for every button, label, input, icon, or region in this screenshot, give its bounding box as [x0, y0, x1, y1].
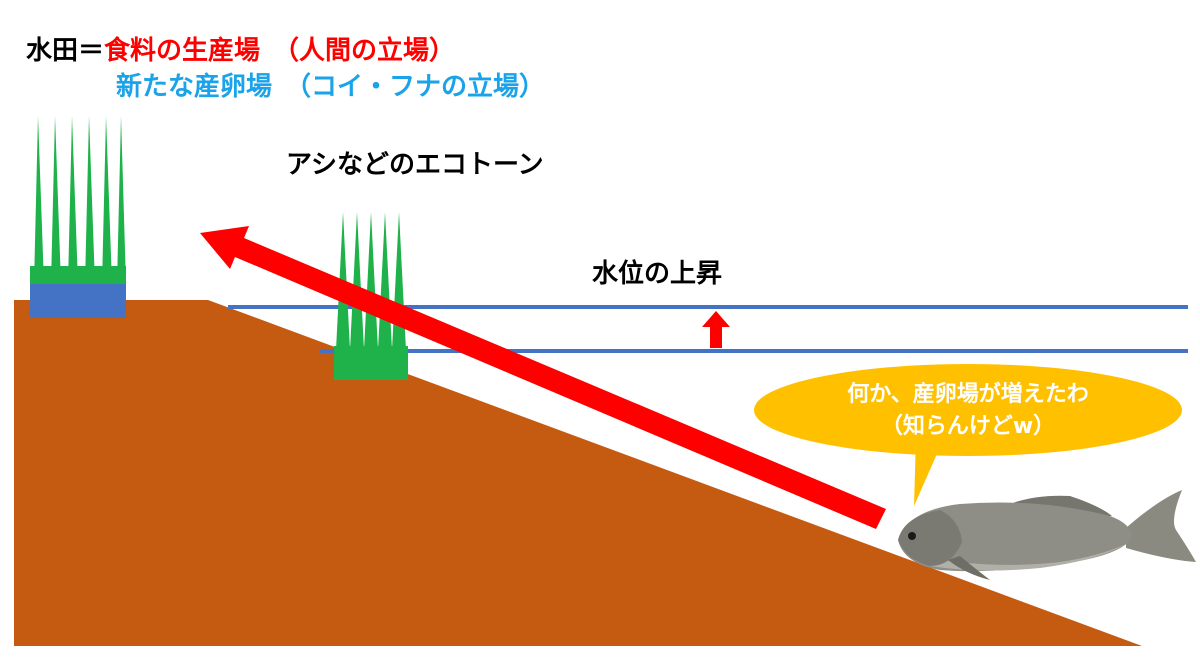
diagonal-arrow-icon — [200, 226, 886, 529]
bubble-line-1: 何か、産卵場が増えたわ — [847, 382, 1089, 407]
ecotone-label: アシなどのエコトーン — [286, 150, 544, 180]
soil-slope — [14, 300, 1142, 646]
paddy-water-box — [30, 282, 126, 318]
up-arrow-icon — [702, 311, 730, 348]
title-prefix: 水田＝ — [26, 36, 105, 66]
title-line1-text: 食料の生産場 （人間の立場） — [104, 36, 456, 66]
title-line-2: 新たな産卵場 （コイ・フナの立場） — [116, 72, 546, 102]
carp-image — [898, 490, 1196, 580]
title-line-1: 水田＝食料の生産場 （人間の立場） — [26, 30, 455, 67]
paddy-rice-icon — [30, 116, 126, 284]
bubble-line-2: （知らんけどw） — [880, 414, 1056, 439]
water-rise-label: 水位の上昇 — [592, 259, 723, 289]
speech-bubble — [754, 364, 1182, 506]
